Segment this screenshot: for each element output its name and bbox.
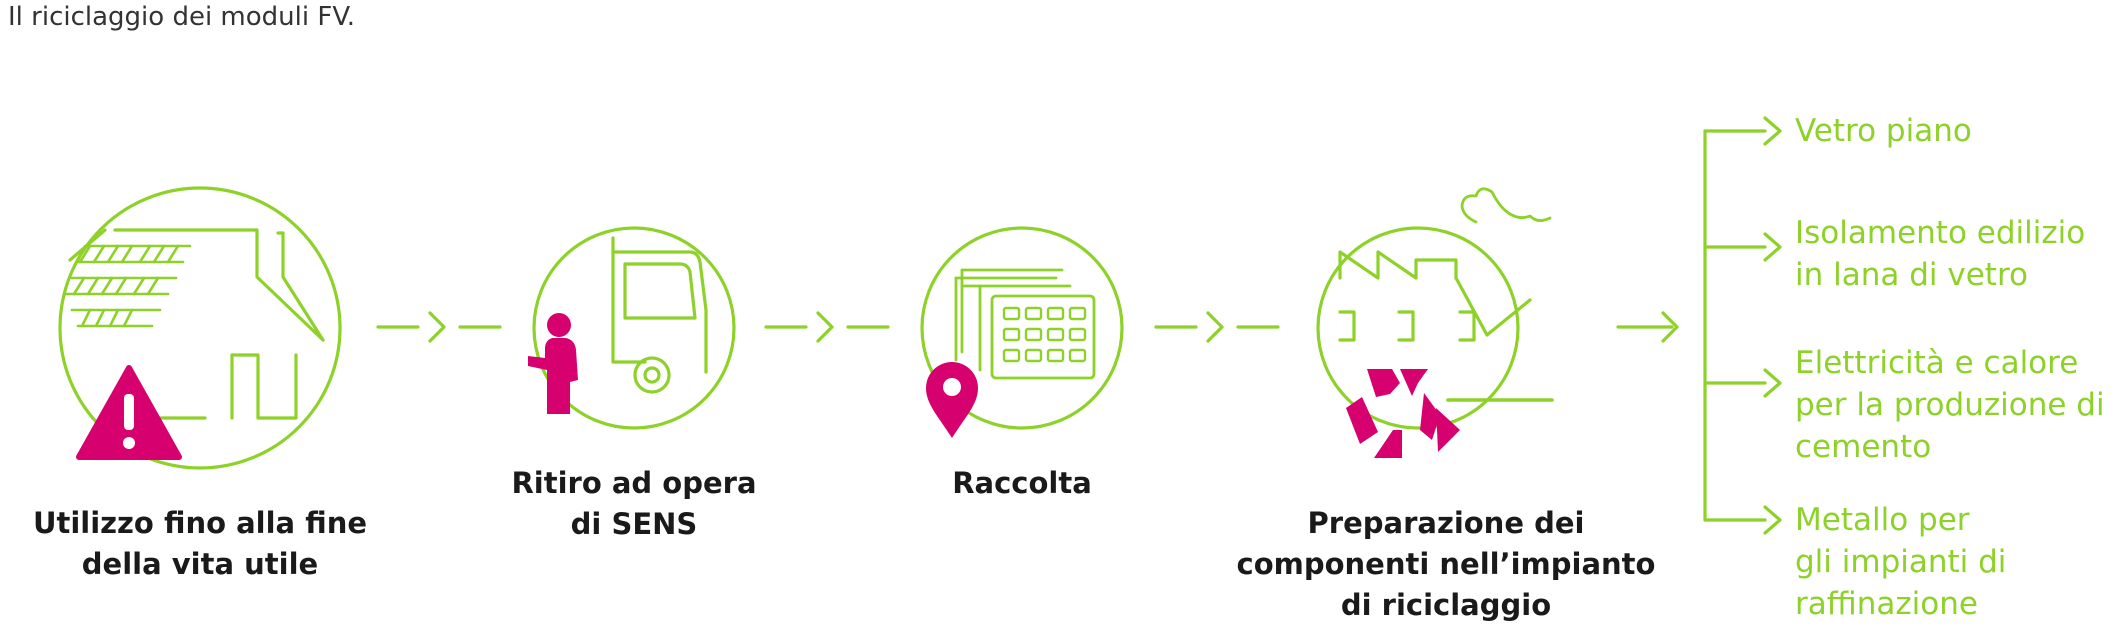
step-label-4: Preparazione dei componenti nell’impiant… [1206, 503, 1686, 626]
solar-panels-stack-icon [920, 226, 1124, 430]
page-title: Il riciclaggio dei moduli FV. [8, 2, 356, 32]
house-solar-icon [58, 186, 342, 470]
output-label-2: Isolamento edilizio in lana di vetro [1795, 212, 2085, 296]
output-label-2-line-2: in lana di vetro [1795, 257, 2028, 293]
step-label-4-line-1: Preparazione dei [1307, 506, 1585, 540]
step-label-2-line-2: di SENS [570, 507, 698, 541]
step-label-3-line-1: Raccolta [952, 466, 1092, 500]
step-label-4-line-3: di riciclaggio [1340, 588, 1552, 622]
flow-arrow-3 [1154, 311, 1280, 343]
step-label-1: Utilizzo fino alla fine della vita utile [0, 503, 450, 585]
step-label-2: Ritiro ad opera di SENS [434, 463, 834, 545]
step-label-4-line-2: componenti nell’impianto [1236, 547, 1656, 581]
warning-icon [76, 365, 182, 460]
truck-icon [532, 226, 736, 430]
flow-arrow-2 [764, 311, 890, 343]
flow-arrow-1 [376, 311, 502, 343]
output-bracket [1703, 116, 1782, 535]
recycle-icon [1346, 369, 1460, 458]
step-label-3: Raccolta [822, 463, 1222, 504]
flow-arrow-4 [1616, 311, 1679, 343]
output-label-4-line-2: gli impianti di [1795, 544, 2007, 580]
output-label-1: Vetro piano [1795, 110, 1972, 152]
location-pin-icon [926, 362, 978, 438]
output-label-3-line-1: Elettricità e calore [1795, 345, 2079, 381]
output-label-2-line-1: Isolamento edilizio [1795, 215, 2086, 251]
step-label-2-line-1: Ritiro ad opera [511, 466, 757, 500]
step-label-1-line-1: Utilizzo fino alla fine [32, 506, 368, 540]
output-label-3-line-2: per la produzione di [1795, 387, 2105, 423]
output-label-3: Elettricità e calore per la produzione d… [1795, 342, 2105, 468]
step-label-1-line-2: della vita utile [81, 547, 319, 581]
output-label-4: Metallo per gli impianti di raffinazione [1795, 499, 2006, 625]
factory-icon [1316, 187, 1554, 430]
person-icon [528, 313, 578, 414]
output-label-1-line-1: Vetro piano [1795, 113, 1972, 149]
output-label-3-line-3: cemento [1795, 429, 1932, 465]
output-label-4-line-1: Metallo per [1795, 502, 1970, 538]
output-label-4-line-3: raffinazione [1795, 586, 1978, 622]
